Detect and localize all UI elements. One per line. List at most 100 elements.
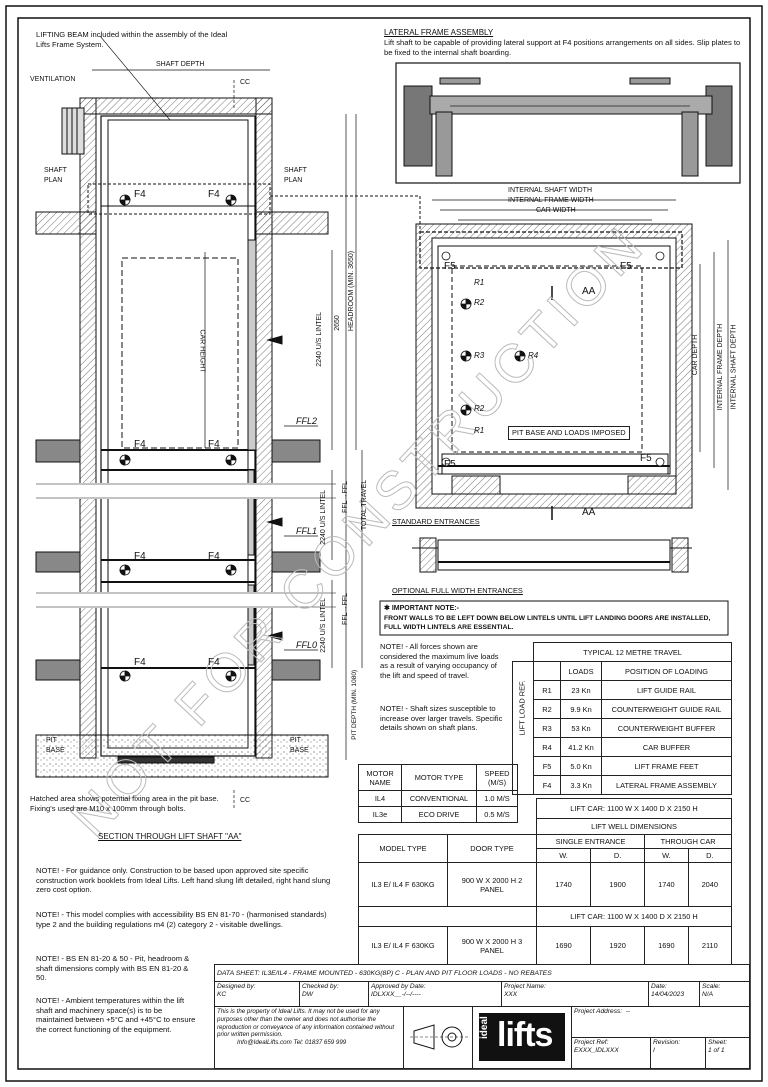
standard-entrances-label: STANDARD ENTRANCES — [392, 517, 480, 526]
note-bs-en: NOTE! - BS EN 81-20 & 50 - Pit, headroom… — [36, 954, 190, 983]
table-cell: F5 — [533, 756, 561, 776]
plan-drawing — [412, 199, 729, 573]
f5-label: F5 — [620, 261, 632, 272]
r1-label: R1 — [474, 426, 485, 435]
r4-label: R4 — [528, 351, 539, 360]
lateral-frame-text: Lift shaft to be capable of providing la… — [384, 38, 741, 57]
aa-label-top: AA — [582, 286, 596, 297]
cc-label-bottom: CC — [240, 797, 251, 804]
contact-info: Info@IdealLifts.com Tel: 01837 659 999 — [237, 1039, 347, 1047]
sheet-cell: Sheet:1 of 1 — [705, 1037, 750, 1069]
table-cell: COUNTERWEIGHT BUFFER — [601, 718, 732, 738]
total-travel-label: TOTAL TRAVEL — [361, 479, 369, 531]
r3-label: R3 — [474, 351, 485, 360]
title-block: DATA SHEET: IL3E/IL4 - FRAME MOUNTED - 6… — [214, 964, 750, 1069]
table-cell: 1740 — [535, 862, 592, 907]
optional-entrances-label: OPTIONAL FULL WIDTH ENTRANCES — [392, 586, 523, 595]
table-cell: R4 — [533, 737, 561, 757]
table-cell: 1900 — [590, 862, 646, 907]
ventilation-label: VENTILATION — [30, 76, 76, 83]
approved-cell: Approved by Date:IDLXXX__-/--/---- — [368, 981, 502, 1007]
through-car-header: THROUGH CAR — [644, 834, 732, 849]
f4-label: F4 — [134, 657, 146, 668]
inner-border — [17, 17, 751, 1070]
projection-symbol — [403, 1006, 473, 1069]
table-cell: 23 Kn — [560, 680, 602, 700]
shaft-sizes-note: NOTE! - Shaft sizes susceptible to incre… — [380, 704, 503, 733]
f4-markers — [119, 194, 237, 682]
table-cell: 900 W X 2000 H 3 PANEL — [447, 926, 537, 965]
lintel-label-mid: 2240 U/S LINTEL — [320, 489, 328, 545]
important-note-text: FRONT WALLS TO BE LEFT DOWN BELOW LINTEL… — [384, 615, 711, 631]
f4-label: F4 — [208, 439, 220, 450]
motor-name-header: MOTOR NAME — [358, 764, 402, 791]
ffl1-label: FFL1 — [296, 526, 318, 536]
table-cell: 41.2 Kn — [560, 737, 602, 757]
f4-label: F4 — [208, 657, 220, 668]
cc-label-top: CC — [240, 79, 251, 86]
table-cell: LIFT FRAME FEET — [601, 756, 732, 776]
w-header: W. — [644, 848, 689, 863]
internal-shaft-depth: INTERNAL SHAFT DEPTH — [730, 324, 738, 410]
designed-by-cell: Designed by:KC — [214, 981, 300, 1007]
table-cell: 2110 — [687, 926, 733, 965]
r2-label: R2 — [474, 298, 485, 307]
forces-note: NOTE! - All forces shown are considered … — [380, 642, 499, 680]
table-cell: LIFT GUIDE RAIL — [601, 680, 732, 700]
table-cell: 53 Kn — [560, 718, 602, 738]
car-size-1: LIFT CAR: 1100 W X 1400 D X 2150 H — [536, 798, 732, 819]
table-cell: 1740 — [644, 862, 689, 907]
internal-shaft-width: INTERNAL SHAFT WIDTH — [508, 187, 593, 194]
table-cell: ECO DRIVE — [401, 806, 477, 823]
lintel-label-bot: 2240 U/S LINTEL — [320, 597, 328, 653]
car-width: CAR WIDTH — [536, 207, 576, 214]
checked-by-cell: Checked by:DW — [299, 981, 369, 1007]
f5-label: F5 — [444, 459, 456, 470]
speed-header: SPEED (M/S) — [476, 764, 518, 791]
loads-header: LOADS — [560, 661, 602, 681]
important-note-title: ✱ IMPORTANT NOTE:- — [384, 605, 459, 612]
hatched-note: Hatched area shows potential fixing area… — [30, 794, 219, 813]
ideal-lifts-logo: ideal lifts — [479, 1013, 565, 1061]
f5-label: F5 — [444, 261, 456, 272]
pit-base-right: PIT BASE — [290, 737, 309, 754]
property-cell: This is the property of Ideal Lifts. It … — [214, 1006, 404, 1069]
well-dims-header: LIFT WELL DIMENSIONS — [536, 818, 732, 835]
f4-label: F4 — [134, 439, 146, 450]
data-sheet-title: DATA SHEET: IL3E/IL4 - FRAME MOUNTED - 6… — [214, 964, 750, 982]
d-header: D. — [687, 848, 733, 863]
car-height-label: CAR HEIGHT — [198, 329, 206, 373]
lateral-frame-title: LATERAL FRAME ASSEMBLY — [384, 28, 494, 37]
table-cell: R1 — [533, 680, 561, 700]
section-drawing — [35, 35, 421, 808]
f4-label: F4 — [134, 551, 146, 562]
f4-label: F4 — [208, 551, 220, 562]
table-cell: 3.3 Kn — [560, 775, 602, 795]
single-entrance-header: SINGLE ENTRANCE — [535, 834, 646, 849]
motor-type-header: MOTOR TYPE — [401, 764, 477, 791]
aa-label-bottom: AA — [582, 507, 596, 518]
table-cell: 5.0 Kn — [560, 756, 602, 776]
f4-label: F4 — [208, 189, 220, 200]
f4-label: F4 — [134, 189, 146, 200]
outer-border — [5, 5, 763, 1082]
table-cell: IL3e — [358, 806, 402, 823]
note-ambient: NOTE! - Ambient temperatures within the … — [36, 996, 196, 1034]
pit-depth-label: PIT DEPTH (MIN. 1080) — [351, 669, 359, 740]
section-title: SECTION THROUGH LIFT SHAFT "AA" — [98, 832, 242, 841]
shaft-plan-left: SHAFT PLAN — [44, 167, 67, 184]
table-cell: F4 — [533, 775, 561, 795]
position-header: POSITION OF LOADING — [601, 661, 732, 681]
scale-cell: Scale:N/A — [699, 981, 750, 1007]
dim-2650: 2650 — [333, 315, 341, 331]
table-cell: 1690 — [644, 926, 689, 965]
r1-label: R1 — [474, 278, 485, 287]
ffl-ffl-label-1: FFL→FFL — [341, 481, 349, 513]
shaft-plan-right: SHAFT PLAN — [284, 167, 307, 184]
lintel-label-top: 2240 U/S LINTEL — [316, 311, 324, 367]
pit-base-loads-label: PIT BASE AND LOADS IMPOSED — [508, 426, 630, 440]
ffl2-label: FFL2 — [296, 416, 318, 426]
